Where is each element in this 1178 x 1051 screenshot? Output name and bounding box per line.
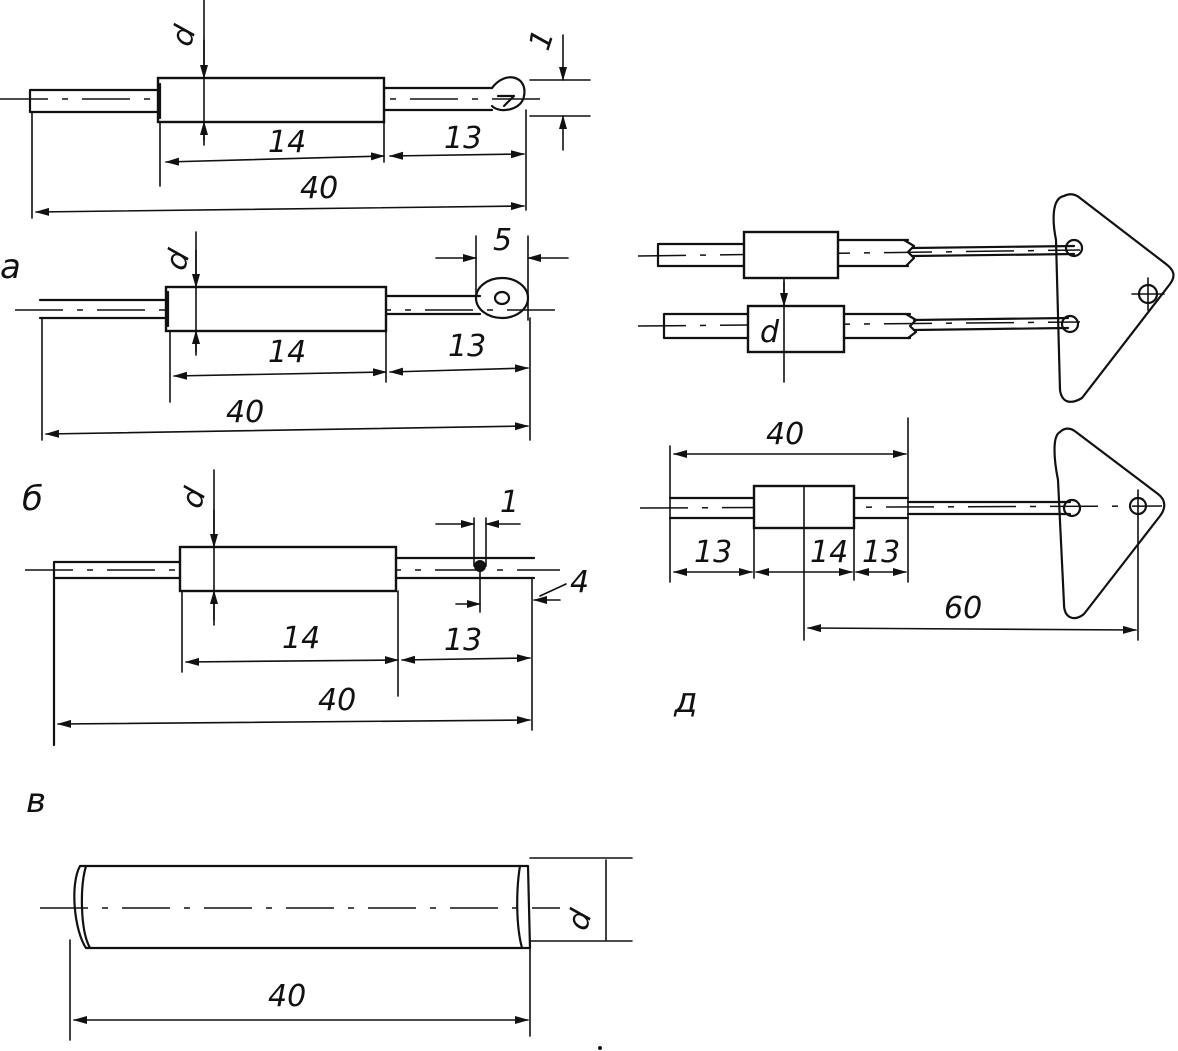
figure-label-d: д — [673, 681, 698, 721]
d-label: d — [158, 245, 197, 275]
dim-14-label: 14 — [810, 535, 848, 570]
component-body-upper — [742, 230, 840, 280]
wire-right — [394, 556, 536, 580]
dim-13a-label: 13 — [694, 535, 732, 570]
dim-40-label: 40 — [318, 683, 356, 718]
wire-left — [28, 88, 160, 114]
dim-40-label: 40 — [268, 979, 306, 1014]
d-label: d — [164, 21, 203, 51]
dim-13b-label: 13 — [862, 535, 900, 570]
figure-label-b: б — [22, 479, 43, 519]
component-body-lower — [746, 304, 846, 354]
dim-13-label: 13 — [444, 121, 482, 156]
dim-1-label: 1 — [500, 485, 519, 520]
wire-right — [382, 86, 494, 112]
component-body — [156, 76, 386, 124]
dim-14-label: 14 — [282, 621, 320, 656]
dim-13-label: 13 — [448, 329, 486, 364]
wire-right-lower — [842, 312, 912, 340]
wire-left — [52, 560, 182, 747]
wire-right-upper — [836, 238, 910, 268]
component-body — [164, 285, 388, 333]
figure-b: d 1 4 14 13 40 — [25, 469, 589, 747]
wire-right — [384, 294, 482, 316]
triangle-plate-upper — [1052, 193, 1175, 403]
pin-body — [73, 864, 532, 950]
wire-left — [38, 298, 168, 320]
dim-4-label: 4 — [570, 565, 589, 600]
wire-eyelet — [474, 276, 530, 320]
dim-1-label: 1 — [522, 25, 561, 54]
figure-label-v: в — [26, 781, 46, 821]
dim-14-label: 14 — [268, 125, 306, 160]
dim-40-label: 40 — [766, 417, 804, 452]
dim-40-label: 40 — [226, 395, 264, 430]
dim-40-label: 40 — [300, 171, 338, 206]
dim-13-label: 13 — [444, 623, 482, 658]
d-label: d — [760, 315, 780, 350]
lead-wire — [906, 500, 1072, 516]
figure-d: d 40 13 14 13 60 д — [637, 193, 1175, 721]
wire-left-upper — [656, 242, 746, 268]
d-label: d — [560, 905, 599, 935]
dim-5-label: 5 — [493, 223, 512, 258]
wire-left-lower — [662, 312, 750, 340]
figure-label-a: а — [0, 247, 21, 287]
wire-left — [668, 496, 758, 520]
dim-60-label: 60 — [944, 591, 982, 626]
component-body — [178, 545, 398, 593]
wire-loop — [490, 76, 526, 112]
triangle-plate-lower — [1053, 427, 1166, 620]
figure-v: d 40 — [40, 857, 633, 1050]
figure-a-variant-2: d 5 14 13 40 — [15, 223, 569, 441]
figure-a-variant-1: d 1 14 13 40 — [0, 0, 591, 219]
d-label: d — [174, 483, 213, 513]
dim-14-label: 14 — [268, 335, 306, 370]
